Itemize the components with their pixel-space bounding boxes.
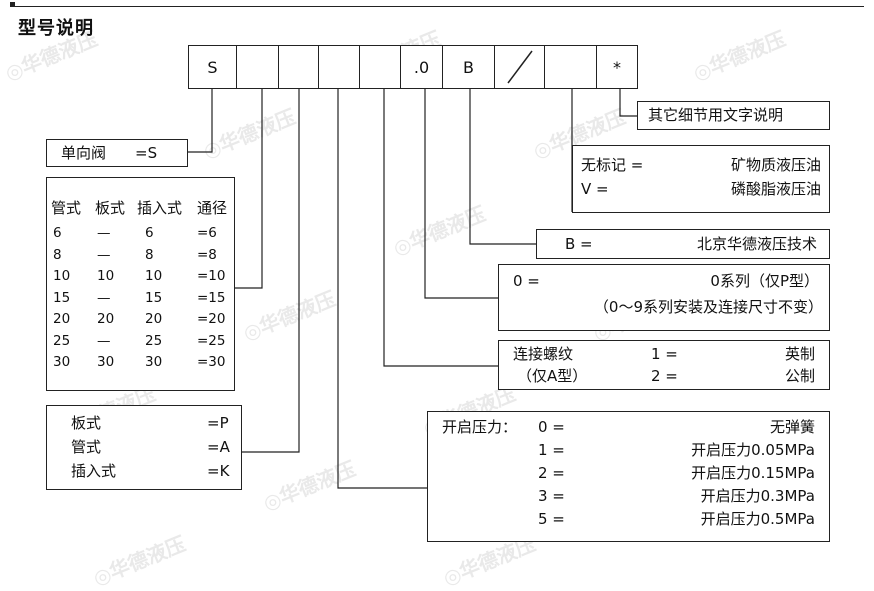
code-cell-8-slash <box>494 45 545 89</box>
thread-label: 连接螺纹 <box>513 345 574 363</box>
connector-cracking <box>337 89 427 489</box>
connector-check-valve <box>188 89 213 153</box>
diameter-cell: 30 <box>145 354 163 370</box>
diameter-cell: 20 <box>97 311 115 327</box>
diameter-cell: — <box>97 289 111 306</box>
mounting-pipe-label: 管式 <box>71 438 102 456</box>
diameter-cell: 25 <box>145 332 163 349</box>
thread-code-imperial: 1 = <box>651 345 678 363</box>
diameter-cell: 20 <box>145 311 163 327</box>
thread-sublabel: （仅A型） <box>517 367 588 385</box>
connector-mounting <box>241 89 300 453</box>
header-diameter: 通径 <box>197 199 228 217</box>
diameter-cell: =20 <box>197 311 226 327</box>
cracking-label: 开启压力： <box>442 418 518 436</box>
code-cell-6: .0 <box>400 45 443 89</box>
header-pipe: 管式 <box>51 199 82 217</box>
diameter-cell: — <box>97 246 111 263</box>
header-plate: 板式 <box>95 199 126 217</box>
cracking-option-code: 2 = <box>538 464 565 482</box>
diameter-cell: =8 <box>197 246 217 263</box>
code-cell-5 <box>359 45 401 89</box>
fluid-box: 无标记 = 矿物质液压油 V = 磷酸脂液压油 <box>572 145 830 213</box>
thread-box: 连接螺纹 （仅A型） 1 = 英制 2 = 公制 <box>498 340 830 390</box>
code-cell-9 <box>544 45 597 89</box>
diameter-cell: 10 <box>145 268 163 284</box>
code-cell-10: * <box>596 45 638 89</box>
cracking-option-desc: 开启压力0.3MPa <box>700 487 815 505</box>
diameter-cell: 6 <box>145 225 154 241</box>
diameter-cell: 25 <box>53 332 71 349</box>
series-box: 0 = 0系列（仅P型） （0～9系列安装及连接尺寸不变） <box>498 264 830 331</box>
diameter-cell: 8 <box>145 246 154 263</box>
cracking-option-code: 1 = <box>538 441 565 459</box>
diameter-cell: 10 <box>97 268 115 284</box>
header-rule <box>10 6 864 7</box>
cracking-option-code: 5 = <box>538 510 565 528</box>
check-valve-code: =S <box>135 144 158 162</box>
header-insert: 插入式 <box>137 199 183 217</box>
diameter-cell: — <box>97 332 111 349</box>
mounting-plate-code: =P <box>207 414 229 432</box>
diameter-cell: 15 <box>145 289 163 306</box>
fluid-desc-phosphate: 磷酸脂液压油 <box>730 180 821 198</box>
cracking-option-code: 0 = <box>538 418 565 436</box>
mounting-insert-label: 插入式 <box>71 462 117 480</box>
page-title: 型号说明 <box>18 18 94 39</box>
connector-other <box>619 89 637 117</box>
thread-desc-imperial: 英制 <box>784 345 815 363</box>
diameter-cell: 8 <box>53 246 62 263</box>
thread-code-metric: 2 = <box>651 367 678 385</box>
series-note: （0～9系列安装及连接尺寸不变） <box>593 298 823 316</box>
manufacturer-desc: 北京华德液压技术 <box>696 235 817 253</box>
diameter-cell: =25 <box>197 332 226 349</box>
cracking-pressure-box: 开启压力： 0 = 无弹簧 1 = 开启压力0.05MPa 2 = 开启压力0.15MPa… <box>427 411 830 542</box>
diameter-table-box: 管式 板式 插入式 通径 6 — 6 =6 8 — 8 =8 10 10 10 =10 15 — 15 =15… <box>46 177 235 391</box>
manufacturer-code: B = <box>565 235 593 253</box>
diameter-cell: 30 <box>53 354 71 370</box>
diameter-cell: 15 <box>53 289 71 306</box>
check-valve-box: 单向阀 =S <box>46 139 188 167</box>
series-desc: 0系列（仅P型） <box>710 272 819 290</box>
diameter-cell: 10 <box>53 268 71 284</box>
code-cell-4 <box>318 45 360 89</box>
slash-icon <box>506 50 533 84</box>
cracking-option-code: 3 = <box>538 487 565 505</box>
series-code: 0 = <box>513 272 540 290</box>
mounting-insert-code: =K <box>207 462 230 480</box>
diameter-cell: =30 <box>197 354 226 370</box>
mounting-box: 板式 =P 管式 =A 插入式 =K <box>46 405 242 490</box>
cracking-option-desc: 开启压力0.15MPa <box>691 464 815 482</box>
manufacturer-box: B = 北京华德液压技术 <box>536 229 830 259</box>
other-details-box: 其它细节用文字说明 <box>637 101 830 130</box>
check-valve-label: 单向阀 <box>61 144 107 162</box>
diameter-cell: 30 <box>97 354 115 370</box>
code-cell-7: B <box>442 45 495 89</box>
connector-diameter <box>234 89 263 289</box>
connector-series <box>424 89 498 299</box>
mounting-plate-label: 板式 <box>71 414 102 432</box>
fluid-code-phosphate: V = <box>581 180 609 198</box>
diameter-cell: =10 <box>197 268 226 284</box>
diameter-cell: =15 <box>197 289 226 306</box>
diameter-cell: 20 <box>53 311 71 327</box>
thread-desc-metric: 公制 <box>784 367 815 385</box>
fluid-desc-mineral: 矿物质液压油 <box>730 156 821 174</box>
diameter-cell: — <box>97 225 111 241</box>
code-cell-1: S <box>188 45 237 89</box>
connector-thread <box>383 89 498 367</box>
code-cell-2 <box>236 45 279 89</box>
other-details-text: 其它细节用文字说明 <box>648 106 784 124</box>
diameter-cell: 6 <box>53 225 62 241</box>
header-marker <box>10 2 15 7</box>
cracking-option-desc: 开启压力0.5MPa <box>700 510 815 528</box>
code-cell-3 <box>278 45 319 89</box>
connector-manufacturer <box>469 89 536 245</box>
fluid-code-mineral: 无标记 = <box>581 156 644 174</box>
cracking-option-desc: 无弹簧 <box>769 418 815 436</box>
diameter-cell: =6 <box>197 225 217 241</box>
mounting-pipe-code: =A <box>207 438 230 456</box>
cracking-option-desc: 开启压力0.05MPa <box>691 441 815 459</box>
